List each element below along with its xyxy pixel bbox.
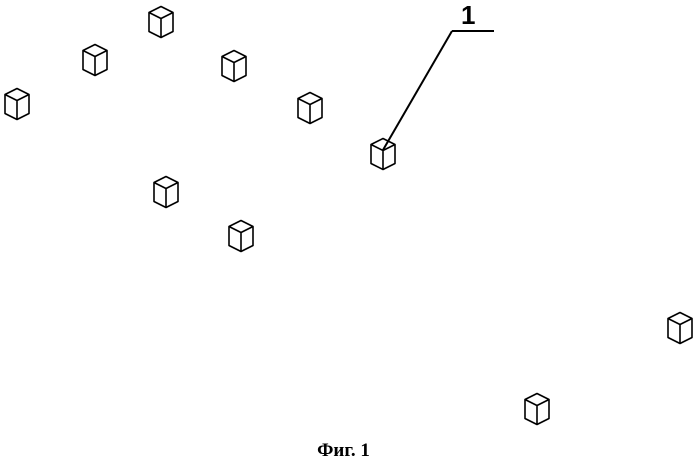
- cube-icon: [149, 7, 173, 38]
- cube-icon: [525, 394, 549, 425]
- cube-icon: [5, 89, 29, 120]
- cube-icon: [371, 139, 395, 170]
- cube-icon: [229, 221, 253, 252]
- cube-group: [5, 7, 692, 425]
- cube-icon: [298, 93, 322, 124]
- cube-icon: [222, 51, 246, 82]
- cube-icon: [83, 45, 107, 76]
- figure-caption: Фиг. 1: [0, 440, 699, 462]
- reference-numeral: 1: [461, 2, 475, 28]
- cube-icon: [668, 313, 692, 344]
- leader-line: [383, 31, 494, 150]
- cube-icon: [154, 177, 178, 208]
